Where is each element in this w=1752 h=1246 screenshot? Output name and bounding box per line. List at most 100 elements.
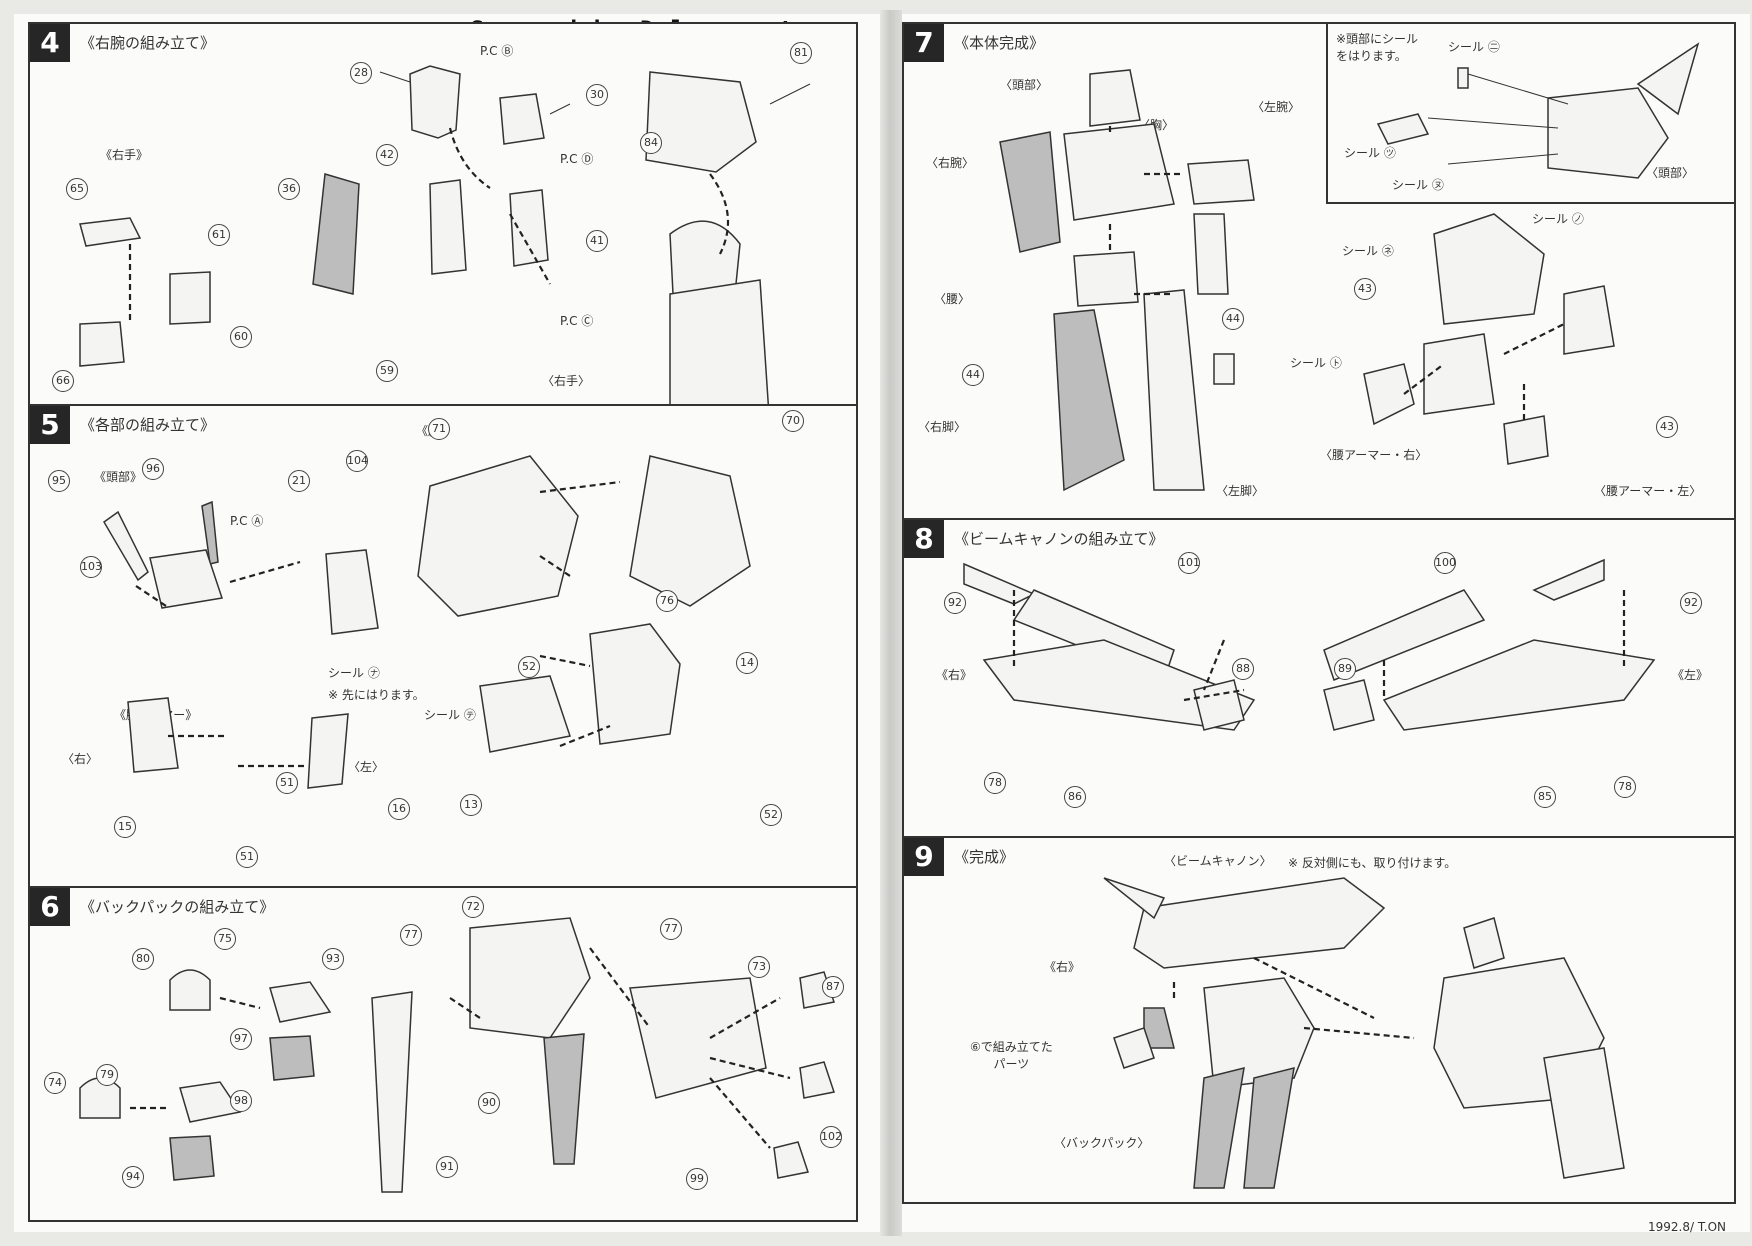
step-number: 7 bbox=[904, 24, 944, 62]
part-73: 73 bbox=[748, 956, 770, 978]
part-16: 16 bbox=[388, 798, 410, 820]
step-number: 6 bbox=[30, 888, 70, 926]
print-date: 1992.8/ T.ON bbox=[1648, 1220, 1726, 1234]
part-43-left: 43 bbox=[1354, 278, 1376, 300]
waist-armor-drawing bbox=[1363, 213, 1615, 465]
pc-a-label: P.C Ⓐ bbox=[230, 514, 264, 528]
part-42: 42 bbox=[376, 144, 398, 166]
part-77-left: 77 bbox=[400, 924, 422, 946]
part-71: 71 bbox=[428, 418, 450, 440]
waist-armor-left-label: 〈腰アーマー・左〉 bbox=[1594, 484, 1702, 498]
seal-na-label: シール ㋤ bbox=[328, 666, 380, 680]
backpack-label: 〈バックパック〉 bbox=[1054, 1136, 1150, 1150]
step-title: 《各部の組み立て》 bbox=[80, 416, 216, 434]
part-84: 84 bbox=[640, 132, 662, 154]
part-77-right: 77 bbox=[660, 918, 682, 940]
step-title: 《バックパックの組み立て》 bbox=[80, 898, 275, 916]
seal-nu-label: シール ㋦ bbox=[1392, 178, 1444, 192]
part-60: 60 bbox=[230, 326, 252, 348]
part-44-left: 44 bbox=[962, 364, 984, 386]
completion-drawing bbox=[1103, 877, 1625, 1189]
seal-tsu-label: シール ㋡ bbox=[1344, 146, 1396, 160]
right-arm-label: 〈右腕〉 bbox=[926, 156, 975, 170]
inset-head-label: 〈頭部〉 bbox=[1646, 166, 1695, 180]
seal-no-label: シール ㋨ bbox=[1532, 212, 1584, 226]
part-96: 96 bbox=[142, 458, 164, 480]
step-title: 《完成》 bbox=[954, 848, 1015, 866]
part-94: 94 bbox=[122, 1166, 144, 1188]
step-title: 《右腕の組み立て》 bbox=[80, 34, 216, 52]
part-95: 95 bbox=[48, 470, 70, 492]
part-78-right: 78 bbox=[984, 772, 1006, 794]
part-66: 66 bbox=[52, 370, 74, 392]
part-87: 87 bbox=[822, 976, 844, 998]
step-5-panel: 5 《各部の組み立て》 《胸》 《頭部》 P.C Ⓐ シール ㋤ ※ 先にはりま… bbox=[28, 404, 858, 890]
part-51-upper: 51 bbox=[276, 772, 298, 794]
step-6-panel: 6 《バックパックの組み立て》 75 93 80 97 72 77 77 73 … bbox=[28, 886, 858, 1222]
pc-c-label: P.C Ⓒ bbox=[560, 314, 594, 328]
part-92-left: 92 bbox=[1680, 592, 1702, 614]
part-98: 98 bbox=[230, 1090, 252, 1112]
pc-d-label: P.C Ⓓ bbox=[560, 152, 594, 166]
opposite-side-note: ※ 反対側にも、取り付けます。 bbox=[1288, 856, 1457, 870]
part-72: 72 bbox=[462, 896, 484, 918]
left-label: 《左》 bbox=[1672, 668, 1709, 682]
right-label: 《右》 bbox=[1044, 960, 1081, 974]
head-label: 〈頭部〉 bbox=[1000, 78, 1049, 92]
part-30: 30 bbox=[586, 84, 608, 106]
part-51-lower: 51 bbox=[236, 846, 258, 868]
parts-assembly-drawing bbox=[103, 455, 751, 789]
part-52-top: 52 bbox=[518, 656, 540, 678]
step-9-panel: 9 《完成》 〈ビームキャノン〉 ※ 反対側にも、取り付けます。 《右》 ⑥で組… bbox=[902, 836, 1736, 1204]
step-number: 9 bbox=[904, 838, 944, 876]
part-21: 21 bbox=[288, 470, 310, 492]
right-arm-drawing bbox=[79, 65, 811, 406]
head-seal-note: ※頭部にシール をはります。 bbox=[1336, 32, 1419, 63]
step-7-panel: 7 《本体完成》 〈頭部〉 〈胸〉 〈左腕〉 〈右腕〉 〈腰〉 〈右脚〉 〈左脚… bbox=[902, 22, 1736, 522]
part-79: 79 bbox=[96, 1064, 118, 1086]
part-41: 41 bbox=[586, 230, 608, 252]
beam-cannon-label: 〈ビームキャノン〉 bbox=[1164, 854, 1272, 868]
part-44-right: 44 bbox=[1222, 308, 1244, 330]
part-102: 102 bbox=[820, 1126, 842, 1148]
waist-label: 〈腰〉 bbox=[934, 292, 971, 306]
part-65: 65 bbox=[66, 178, 88, 200]
part-101: 101 bbox=[1178, 552, 1200, 574]
left-arm-label: 〈左腕〉 bbox=[1252, 100, 1301, 114]
seal-ni-label: シール ㊁ bbox=[1448, 40, 1500, 54]
part-78-left: 78 bbox=[1614, 776, 1636, 798]
part-93: 93 bbox=[322, 948, 344, 970]
step-title: 《ビームキャノンの組み立て》 bbox=[954, 530, 1164, 548]
part-89: 89 bbox=[1334, 658, 1356, 680]
step-4-panel: 4 《右腕の組み立て》 《右手》 P.C Ⓑ P.C Ⓓ P.C Ⓒ 〈右手〉 … bbox=[28, 22, 858, 408]
seal-te-label: シール ㋢ bbox=[424, 708, 476, 722]
part-70: 70 bbox=[782, 410, 804, 432]
step-title: 《本体完成》 bbox=[954, 34, 1045, 52]
part-90: 90 bbox=[478, 1092, 500, 1114]
part-92-right: 92 bbox=[944, 592, 966, 614]
page-gutter bbox=[880, 10, 902, 1236]
from-step6-label: ⑥で組み立てた パーツ bbox=[970, 1040, 1053, 1071]
part-13: 13 bbox=[460, 794, 482, 816]
body-assembly-drawing bbox=[999, 69, 1255, 492]
right-leg-label: 〈右脚〉 bbox=[918, 420, 967, 434]
part-88: 88 bbox=[1232, 658, 1254, 680]
right-label: 《右》 bbox=[936, 668, 973, 682]
part-36: 36 bbox=[278, 178, 300, 200]
part-104: 104 bbox=[346, 450, 368, 472]
part-103: 103 bbox=[80, 556, 102, 578]
head-seal-inset: ※頭部にシール をはります。 シール ㊁ シール ㋡ シール ㋦ 〈頭部〉 bbox=[1326, 22, 1736, 204]
right-label: 〈右〉 bbox=[62, 752, 99, 766]
part-85: 85 bbox=[1534, 786, 1556, 808]
left-label: 〈左〉 bbox=[348, 760, 385, 774]
part-59: 59 bbox=[376, 360, 398, 382]
left-leg-label: 〈左脚〉 bbox=[1216, 484, 1265, 498]
step-number: 4 bbox=[30, 24, 70, 62]
head-seal-drawing bbox=[1376, 42, 1700, 179]
part-74: 74 bbox=[44, 1072, 66, 1094]
waist-armor-right-label: 〈腰アーマー・右〉 bbox=[1320, 448, 1428, 462]
part-99: 99 bbox=[686, 1168, 708, 1190]
part-97: 97 bbox=[230, 1028, 252, 1050]
backpack-drawing bbox=[79, 917, 835, 1193]
part-80: 80 bbox=[132, 948, 154, 970]
